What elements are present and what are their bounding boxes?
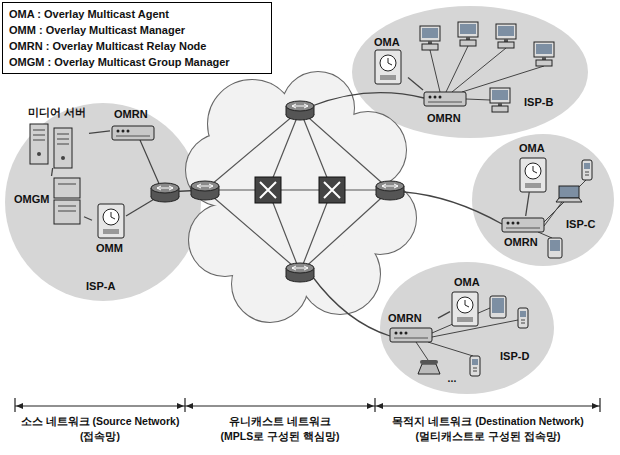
span-sublabel: (접속망) — [80, 430, 120, 443]
label-holder: 유니캐스트 네트워크 — [229, 415, 331, 428]
mpls-switch-symbol — [319, 177, 345, 203]
agent-symbol — [375, 50, 401, 84]
server-symbol — [54, 128, 72, 168]
legend-box: OMA : Overlay Multicast AgentOMM : Overl… — [2, 2, 272, 74]
relay-node: OMRN — [422, 90, 470, 128]
relay-device — [424, 92, 466, 106]
legend-entry: OMRN : Overlay Multicast Relay Node — [9, 38, 206, 54]
legend-entry: OMGM : Overlay Multicast Group Manager — [9, 54, 230, 70]
node-label: OMRN — [504, 236, 538, 249]
core-cloud-fill — [186, 72, 416, 322]
group-manager: OMGM — [12, 176, 84, 226]
server-symbol — [30, 124, 48, 164]
tablet-symbol — [490, 296, 506, 318]
label-holder: (접속망) — [80, 430, 120, 443]
media-server: 미디어 서버 — [25, 106, 89, 168]
relay-device — [502, 218, 544, 232]
pc-symbol — [490, 88, 510, 112]
pc-symbol — [458, 22, 478, 46]
isp-name: ISP-D — [500, 350, 529, 363]
span-label: 유니캐스트 네트워크 — [229, 415, 331, 428]
node-label: 미디어 서버 — [28, 106, 86, 119]
isp-region: ISP-D OMA OMRN — [380, 262, 554, 394]
isp-region: ISP-C OMA OMRN — [472, 134, 614, 266]
isp-region: ISP-B OMA OMRN — [352, 6, 588, 138]
relay-device — [390, 328, 432, 342]
access-links — [165, 93, 502, 336]
network-span-brackets — [15, 398, 600, 412]
node-label: OMA — [454, 276, 480, 289]
mpls-switch-symbol — [255, 177, 281, 203]
pc-symbol — [420, 26, 440, 50]
agent-symbol — [520, 158, 546, 192]
isp-region: ISP-A 미디어 서버 OMRN OMGM OMM — [5, 103, 201, 301]
router-symbol — [376, 181, 404, 200]
link-line — [89, 131, 110, 133]
link-line — [438, 312, 450, 318]
isp-ellipse — [352, 6, 588, 138]
pc-symbol — [534, 42, 554, 66]
router-symbol — [286, 101, 314, 120]
span-label: 목적지 네트워크 (Destination Network) — [392, 415, 583, 428]
isp-ellipse-shape — [352, 6, 588, 138]
node-label: OMRN — [427, 112, 461, 125]
relay-node: OMRN — [386, 312, 438, 352]
label-holder: (멀티캐스트로 구성된 접속망) — [416, 430, 561, 443]
pda-symbol — [548, 238, 562, 258]
deskphone-symbol — [418, 360, 440, 374]
phone-symbol — [582, 160, 592, 180]
ellipsis-note: ... — [448, 372, 457, 385]
multicast-agent: OMA — [368, 36, 408, 86]
multicast-manager: OMM — [92, 200, 132, 258]
router-symbol — [151, 183, 179, 202]
label-holder: 소스 네트워크 (Source Network) — [21, 415, 180, 428]
span-label: 소스 네트워크 (Source Network) — [21, 415, 180, 428]
relay-device — [112, 126, 154, 140]
node-label: OMM — [96, 242, 123, 255]
laptop-symbol — [556, 186, 582, 202]
core-cloud-outline — [186, 72, 416, 322]
label-holder: ... — [448, 372, 457, 385]
isp-ellipse-shape — [472, 134, 614, 266]
pc-symbol — [496, 24, 516, 48]
multicast-agent: OMA — [450, 276, 486, 328]
node-label: OMGM — [14, 193, 49, 206]
span-sublabel: (MPLS로 구성된 핵심망) — [221, 430, 340, 443]
relay-node: OMRN — [110, 108, 162, 148]
multicast-agent: OMA — [516, 142, 550, 192]
isp-name: ISP-C — [566, 218, 595, 231]
isp-ellipse-shape — [380, 262, 554, 394]
isp-name: ISP-B — [524, 96, 553, 109]
isp-a-wires — [126, 140, 160, 216]
agent-symbol — [452, 292, 478, 326]
core-mesh-links — [205, 110, 390, 272]
relay-node: OMRN — [500, 216, 546, 252]
router-symbol — [286, 263, 314, 282]
isp-name: ISP-A — [86, 280, 115, 293]
link-line — [84, 217, 92, 221]
legend-entry: OMA : Overlay Multicast Agent — [9, 6, 169, 22]
node-label: OMRN — [388, 312, 422, 325]
node-label: OMA — [374, 36, 400, 49]
legend-entry: OMM : Overlay Multicast Manager — [9, 22, 185, 38]
link-line — [52, 168, 53, 176]
manager-symbol — [98, 204, 124, 238]
node-label: OMA — [519, 142, 545, 155]
phone-symbol — [518, 308, 528, 328]
router-symbol — [191, 181, 219, 200]
node-label: OMRN — [114, 108, 148, 121]
phone-symbol — [470, 356, 480, 376]
span-sublabel: (멀티캐스트로 구성된 접속망) — [416, 430, 561, 443]
link-line — [526, 192, 530, 216]
link-line — [408, 78, 423, 90]
isp-ellipse-shape — [5, 103, 201, 301]
label-holder: 목적지 네트워크 (Destination Network) — [392, 415, 583, 428]
label-holder: (MPLS로 구성된 핵심망) — [221, 430, 340, 443]
group-manager-symbol — [54, 178, 80, 224]
